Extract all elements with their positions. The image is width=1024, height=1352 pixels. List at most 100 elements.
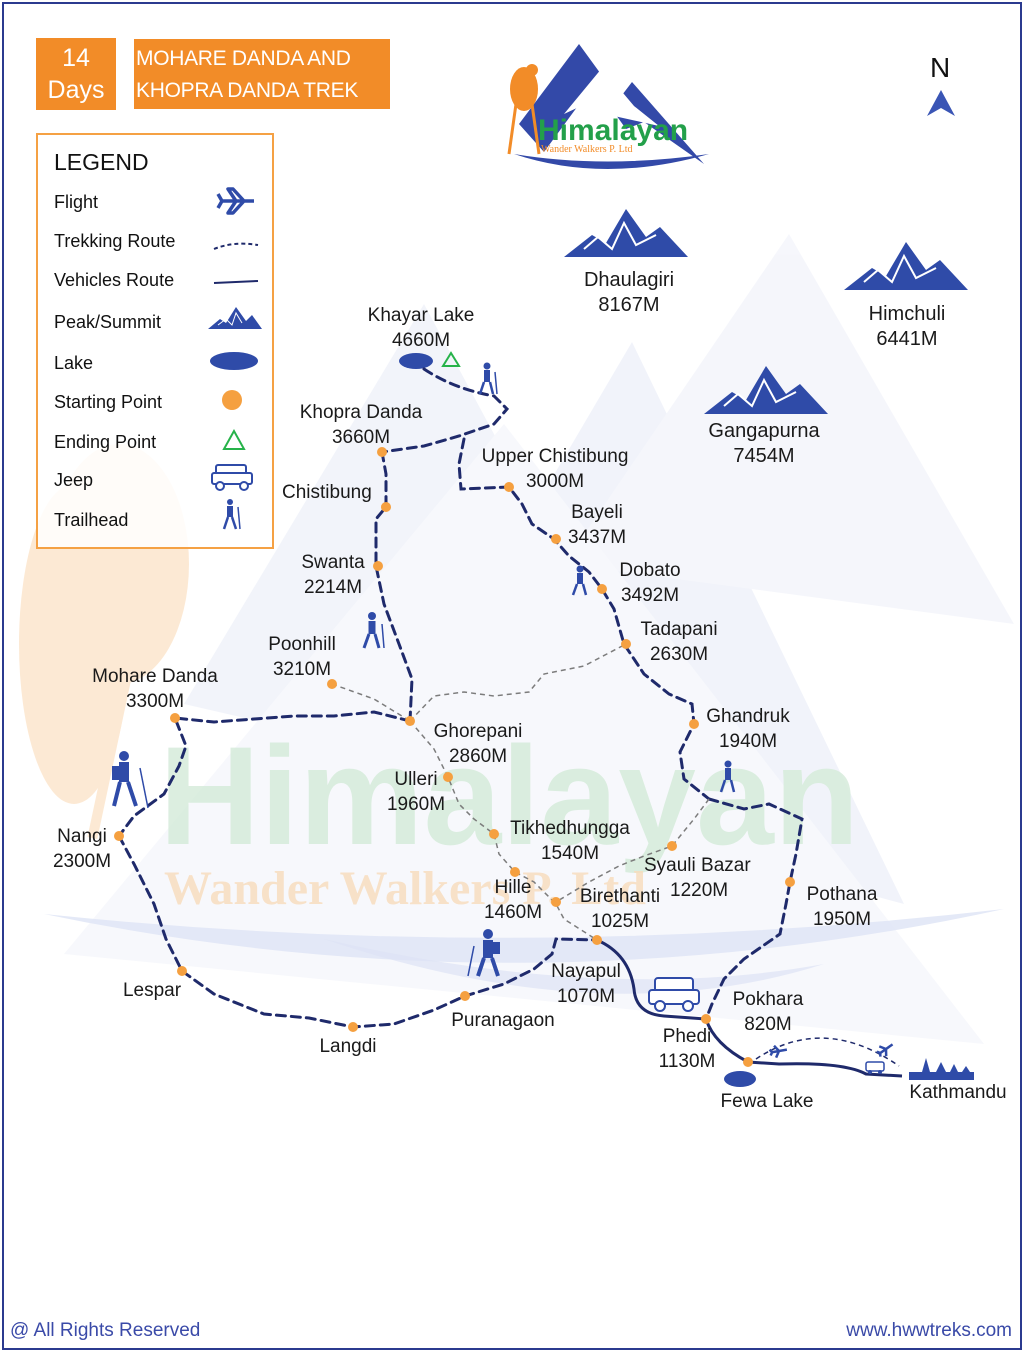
place-name: Poonhill (268, 634, 336, 655)
place-chistibung: Chistibung (282, 480, 386, 505)
place-langdi: Langdi (312, 1034, 384, 1059)
place-altitude: 3000M (525, 471, 585, 492)
place-name: Upper Chistibung (481, 446, 629, 467)
place-altitude: 3210M (272, 659, 332, 680)
legend-label-trekking: Trekking Route (54, 231, 176, 251)
peak-dhaulagiri-icon (564, 209, 688, 257)
watermark-brand: Himalayan (159, 717, 859, 874)
legend-title: LEGEND (54, 149, 149, 175)
plane-icon-2 (876, 1043, 894, 1057)
place-name: Dobato (619, 560, 681, 581)
legend-label-peak: Peak/Summit (54, 312, 162, 332)
place-altitude: 4660M (391, 330, 451, 351)
place-name: Hille (494, 877, 532, 898)
company-logo: Himalayan Wander Walkers P. Ltd (507, 44, 709, 169)
peak-gangapurna-icon (704, 366, 828, 414)
place-name: Mohare Danda (92, 666, 218, 687)
place-name: Birethanti (579, 886, 661, 907)
place-name: Ghorepani (433, 721, 523, 742)
place-name: Khopra Danda (299, 402, 423, 423)
logo-brand: Himalayan (538, 114, 688, 147)
kathmandu-skyline-icon (909, 1058, 974, 1080)
days-word: Days (47, 76, 105, 104)
legend-label-vehicles: Vehicles Route (54, 270, 175, 290)
place-altitude: 2630M (649, 644, 709, 665)
place-name: Phedi (662, 1026, 712, 1047)
place-khayar-lake: Khayar Lake 4660M (356, 303, 486, 353)
place-name: Chistibung (282, 482, 372, 503)
north-label: N (930, 52, 951, 83)
place-name: Tikhedhungga (510, 818, 630, 839)
place-name: Fewa Lake (720, 1091, 814, 1112)
place-name: Puranagaon (451, 1010, 555, 1031)
place-altitude: 3660M (331, 427, 391, 448)
place-name: Pokhara (732, 989, 804, 1010)
plane-icon-1 (768, 1044, 788, 1059)
place-altitude: 820M (744, 1014, 792, 1035)
title-line-1: MOHARE DANDA AND (136, 47, 351, 70)
trailhead-icon-nangi (112, 751, 149, 809)
trailhead-icon-ghandruk (719, 760, 736, 793)
place-name: Lespar (122, 980, 182, 1001)
trek-title-badge: MOHARE DANDA AND KHOPRA DANDA TREK (134, 39, 390, 109)
trek-days-badge: 14 Days (36, 38, 116, 110)
watermark-swooshes (44, 909, 1004, 994)
website-link[interactable]: www.hwwtreks.com (846, 1320, 1012, 1341)
jeep-small-icon (865, 1061, 885, 1074)
solid-line-icon (213, 280, 259, 284)
legend-box: LEGEND Flight Trekking Route Vehicles Ro… (36, 133, 274, 549)
place-upper-chistibung: Upper Chistibung 3000M (470, 444, 640, 494)
logo-sub: Wander Walkers P. Ltd (541, 144, 633, 155)
place-khopra-danda: Khopra Danda 3660M (291, 400, 431, 450)
dashed-line-icon (213, 242, 259, 250)
place-ghorepani: Ghorepani 2860M (424, 719, 532, 769)
place-kathmandu: Kathmandu (902, 1080, 1014, 1105)
fewa-lake-icon (724, 1071, 756, 1087)
watermark-sub: Wander Walkers P. Ltd (164, 862, 646, 915)
place-altitude: 3300M (125, 691, 185, 712)
green-triangle-icon (222, 428, 246, 450)
plane-icon (216, 187, 254, 215)
peak-label-himchuli: Himchuli 6441M (842, 302, 972, 352)
place-altitude: 1070M (556, 986, 616, 1007)
place-nangi: Nangi 2300M (46, 824, 118, 874)
place-name: Nangi (57, 826, 107, 847)
place-birethanti: Birethanti 1025M (570, 884, 670, 934)
place-altitude: 1940M (718, 731, 778, 752)
peak-himchuli-icon (844, 242, 968, 290)
place-name: Syauli Bazar (644, 855, 751, 876)
place-tadapani: Tadapani 2630M (634, 617, 724, 667)
place-altitude: 2860M (448, 746, 508, 767)
peak-name: Himchuli (868, 303, 946, 325)
peak-label-gangapurna: Gangapurna 7454M (699, 419, 829, 469)
trailhead-icon-nayapul (467, 929, 500, 977)
place-puranagaon: Puranagaon (444, 1008, 562, 1033)
hiker-icon (222, 499, 241, 530)
place-altitude: 1540M (540, 843, 600, 864)
north-arrow-icon (927, 90, 955, 116)
mountain-icon (208, 307, 262, 329)
place-altitude: 2300M (52, 851, 112, 872)
days-number: 14 (62, 44, 90, 72)
place-tikhedhungga: Tikhedhungga 1540M (500, 816, 640, 866)
peak-altitude: 6441M (876, 328, 938, 350)
place-name: Khayar Lake (367, 305, 475, 326)
place-name: Ulleri (394, 769, 438, 790)
copyright-text: @ All Rights Reserved (10, 1320, 201, 1341)
place-name: Tadapani (640, 619, 718, 640)
peak-name: Dhaulagiri (583, 269, 675, 291)
legend-label-lake: Lake (54, 353, 94, 373)
waypoint-dots (114, 447, 795, 1067)
lake-icon (210, 352, 258, 370)
flight-route (755, 1037, 900, 1067)
place-altitude: 2214M (303, 577, 363, 598)
place-altitude: 1025M (590, 911, 650, 932)
